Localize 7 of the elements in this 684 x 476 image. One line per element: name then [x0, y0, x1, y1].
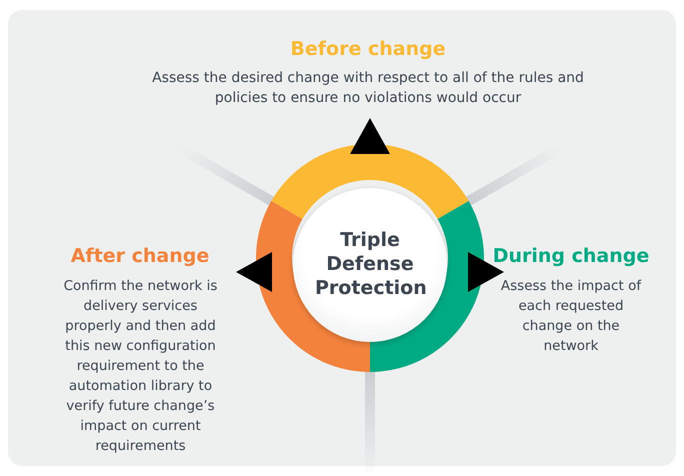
center-title: Triple Defense Protection — [315, 229, 425, 301]
phase-title: After change — [70, 245, 210, 268]
phase-title: Before change — [289, 38, 447, 61]
phase-description: Confirm the network is delivery services properly and then add this new configuration requirement to the automation library to verify future change’s impact on current requirements — [62, 277, 218, 456]
phase-description: Assess the desired change with respect to all of the rules and policies to ensure no violations would occur — [151, 69, 585, 108]
phase-title: During change — [492, 245, 650, 268]
phase-description: Assess the impact of each requested change on the network — [500, 277, 642, 356]
